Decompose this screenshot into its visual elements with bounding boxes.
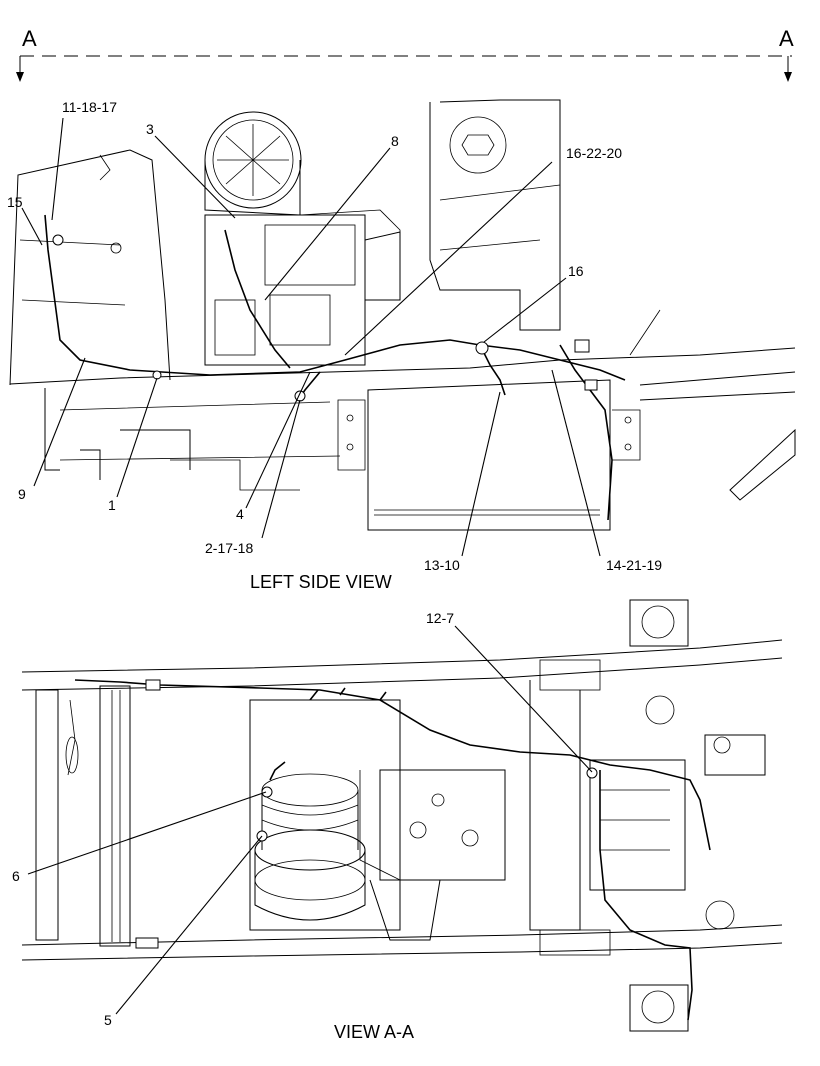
callout-1: 1 <box>108 497 116 513</box>
section-line: A A <box>16 26 794 82</box>
view-a-a-leaders <box>27 625 593 1015</box>
section-marker-right: A <box>779 26 794 51</box>
view-a-a-illustration <box>21 599 783 1032</box>
callout-9: 9 <box>18 486 26 502</box>
callout-8: 8 <box>391 133 399 149</box>
callout-5: 5 <box>104 1012 112 1028</box>
callout-2-17-18: 2-17-18 <box>205 540 253 556</box>
callout-4: 4 <box>236 506 244 522</box>
callout-15: 15 <box>7 194 23 210</box>
callout-16: 16 <box>568 263 584 279</box>
callout-13-10: 13-10 <box>424 557 460 573</box>
callout-12-7: 12-7 <box>426 610 454 626</box>
left-side-view-caption: LEFT SIDE VIEW <box>250 572 392 592</box>
view-a-a-caption: VIEW A-A <box>334 1022 414 1042</box>
callout-6: 6 <box>12 868 20 884</box>
view-a-a-callouts: 12-7 6 5 <box>12 610 454 1028</box>
callout-14-21-19: 14-21-19 <box>606 557 662 573</box>
callout-3: 3 <box>146 121 154 137</box>
callout-11-18-17: 11-18-17 <box>62 99 117 115</box>
left-side-view-illustration <box>9 99 796 531</box>
callout-16-22-20: 16-22-20 <box>566 145 622 161</box>
left-side-view-leaders <box>21 117 601 557</box>
left-side-view-callouts: 11-18-17 3 8 16-22-20 15 16 9 1 4 2-17-1… <box>7 99 662 573</box>
section-marker-left: A <box>22 26 37 51</box>
